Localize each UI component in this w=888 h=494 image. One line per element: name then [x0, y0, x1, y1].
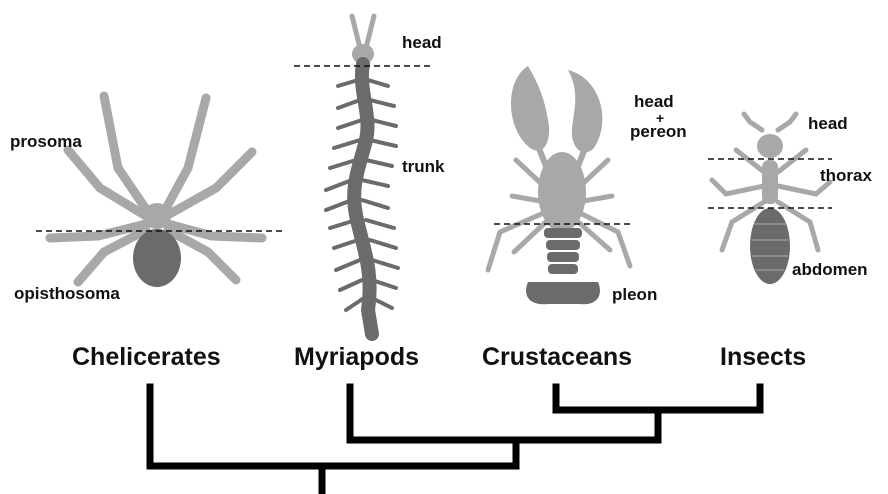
label-insect-head: head	[808, 115, 848, 133]
label-trunk: trunk	[402, 158, 445, 176]
label-thorax: thorax	[820, 167, 872, 185]
spider-icon	[36, 96, 286, 287]
label-pleon: pleon	[612, 286, 657, 304]
group-insects: Insects	[720, 343, 806, 372]
phylogenetic-tree	[150, 387, 760, 494]
group-myriapods: Myriapods	[294, 343, 419, 372]
lobster-icon	[488, 66, 634, 304]
label-prosoma: prosoma	[10, 133, 82, 151]
label-crustacean-head: head	[634, 93, 674, 111]
label-pereon: pereon	[630, 123, 687, 141]
label-myriapod-head: head	[402, 34, 442, 52]
group-chelicerates: Chelicerates	[72, 343, 221, 372]
group-crustaceans: Crustaceans	[482, 343, 632, 372]
label-abdomen: abdomen	[792, 261, 868, 279]
ant-icon	[708, 114, 832, 284]
label-opisthosoma: opisthosoma	[14, 285, 120, 303]
